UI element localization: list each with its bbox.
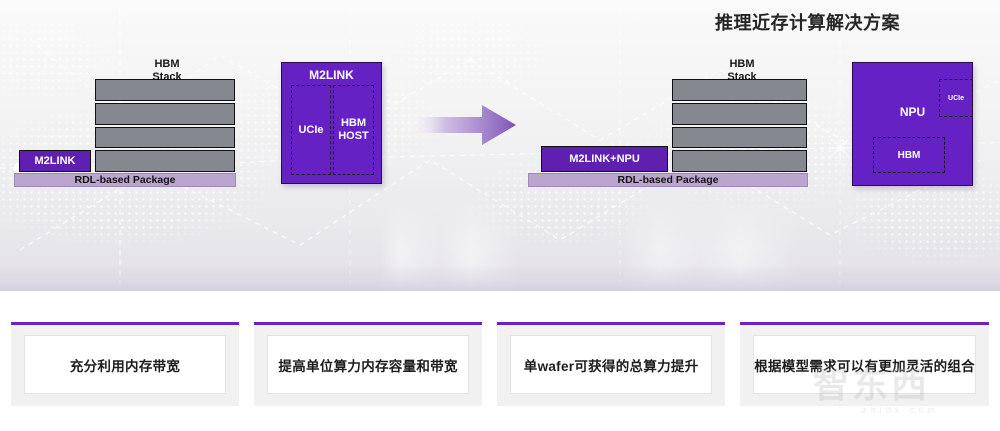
npu-chip: NPU UCIe HBM	[852, 62, 973, 186]
hbm-layer	[95, 102, 235, 125]
hbm-stack-left	[95, 79, 235, 172]
hbm-layer	[672, 79, 807, 101]
rdl-package-bar-right: RDL-based Package	[528, 173, 808, 187]
m2link-npu-block: M2LINK+NPU	[541, 146, 668, 172]
page-title: 推理近存计算解决方案	[715, 13, 900, 33]
m2link-chip-title: M2LINK	[309, 68, 354, 82]
benefit-card[interactable]: 充分利用内存带宽	[11, 322, 240, 406]
benefit-card[interactable]: 根据模型需求可以有更加灵活的组合	[740, 322, 989, 406]
hbm-layer	[95, 126, 235, 149]
hbm-layer	[672, 150, 807, 172]
benefit-card-inner: 根据模型需求可以有更加灵活的组合	[753, 335, 976, 394]
benefit-card-inner: 充分利用内存带宽	[24, 335, 227, 394]
benefit-card-list: 充分利用内存带宽 提高单位算力内存容量和带宽 单wafer可获得的总算力提升 根…	[11, 322, 989, 406]
right-arrow-icon	[408, 105, 516, 145]
m2link-chip-ucie-block: UCIe	[291, 85, 331, 175]
benefit-card[interactable]: 单wafer可获得的总算力提升	[497, 322, 726, 406]
m2link-chip: M2LINK UCIe HBM HOST	[281, 62, 382, 184]
benefit-card-text: 提高单位算力内存容量和带宽	[278, 358, 458, 374]
benefit-card-text: 单wafer可获得的总算力提升	[523, 358, 699, 374]
benefit-card-text: 根据模型需求可以有更加灵活的组合	[754, 358, 975, 374]
hbm-stack-right	[672, 79, 807, 172]
hbm-layer	[672, 126, 807, 149]
benefit-card-text: 充分利用内存带宽	[69, 358, 181, 374]
m2link-chip-hbm-host-block: HBM HOST	[333, 85, 374, 175]
background-bottom-fade	[0, 265, 1000, 291]
hbm-layer	[95, 150, 235, 172]
rdl-package-bar-left: RDL-based Package	[14, 173, 236, 187]
benefit-card-inner: 提高单位算力内存容量和带宽	[267, 335, 470, 394]
benefit-card-inner: 单wafer可获得的总算力提升	[510, 335, 713, 394]
benefit-card[interactable]: 提高单位算力内存容量和带宽	[254, 322, 483, 406]
watermark-url: zhidx.com	[862, 405, 939, 415]
npu-chip-ucie-block: UCIe	[939, 79, 973, 117]
npu-chip-hbm-block: HBM	[873, 137, 945, 173]
hbm-layer	[95, 79, 235, 101]
m2link-block-left: M2LINK	[19, 150, 91, 172]
background-panel	[0, 0, 1000, 291]
hbm-layer	[672, 102, 807, 125]
npu-chip-title: NPU	[899, 105, 926, 119]
